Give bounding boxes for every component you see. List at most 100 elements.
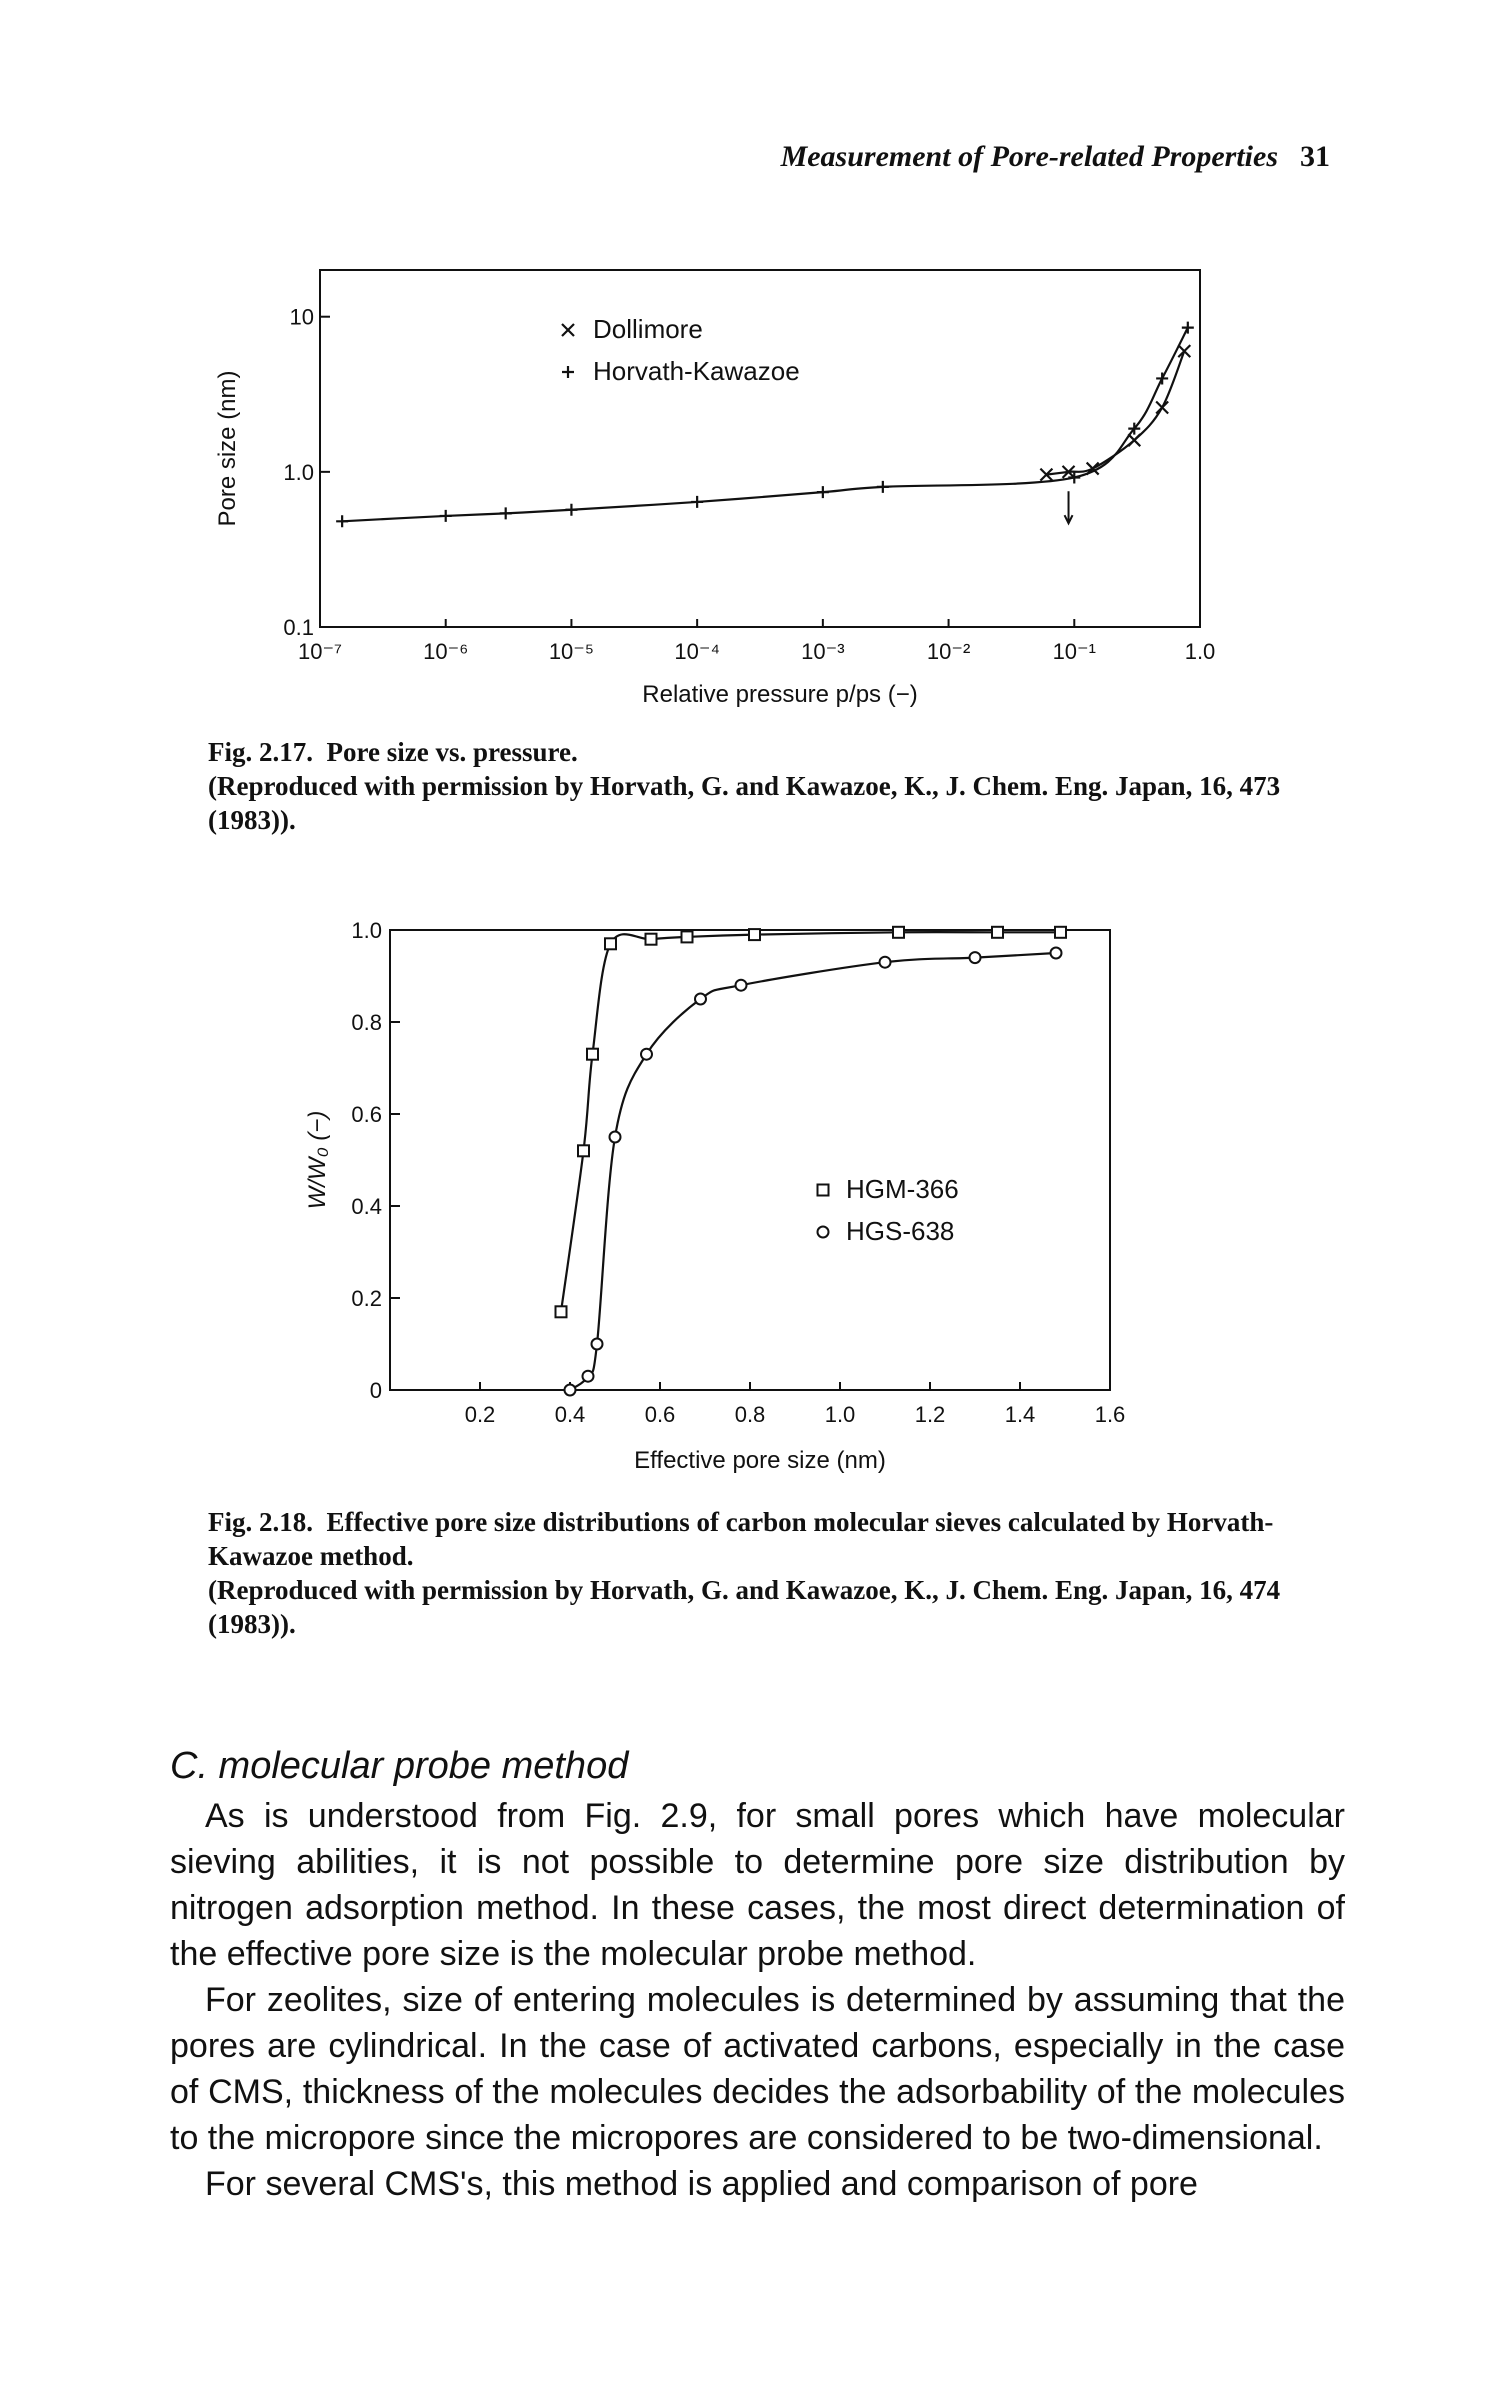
x-tick-label: 1.0 bbox=[825, 1402, 856, 1427]
data-point-square-marker bbox=[586, 1047, 599, 1061]
data-point-plus-marker bbox=[1128, 422, 1141, 435]
data-point-x-marker bbox=[1155, 400, 1169, 415]
y-tick-label: 10 bbox=[290, 305, 314, 330]
x-tick-label: 10⁻³ bbox=[801, 639, 844, 664]
data-point-plus-marker bbox=[565, 503, 578, 516]
x-tick-label: 10⁻⁶ bbox=[423, 639, 468, 664]
data-point-plus-marker bbox=[691, 495, 704, 508]
data-point-x-marker bbox=[561, 323, 575, 337]
data-point-circle-marker bbox=[968, 951, 982, 965]
data-point-plus-marker bbox=[439, 509, 452, 522]
x-tick-label: 10⁻⁵ bbox=[549, 639, 594, 664]
section-heading: C. molecular probe method bbox=[170, 1745, 629, 1787]
data-point-square-marker bbox=[644, 932, 658, 946]
plot-frame bbox=[389, 929, 1111, 1391]
caption-source: (Reproduced with permission by Horvath, … bbox=[208, 1575, 1281, 1639]
data-point-x-marker bbox=[1039, 467, 1054, 482]
y-axis-label: Pore size (nm) bbox=[214, 370, 241, 526]
x-tick-label: 10⁻¹ bbox=[1053, 639, 1096, 664]
data-point-plus-marker bbox=[876, 480, 889, 493]
data-point-circle-marker bbox=[590, 1337, 604, 1351]
caption-title: Pore size vs. pressure. bbox=[326, 737, 578, 767]
plot-frame bbox=[319, 269, 1201, 628]
data-point-plus-marker bbox=[1156, 372, 1169, 385]
data-point-circle-marker bbox=[640, 1047, 653, 1061]
data-point-square-marker bbox=[1054, 925, 1067, 939]
data-point-circle-marker bbox=[563, 1383, 577, 1397]
data-point-plus-marker bbox=[499, 507, 512, 520]
data-point-circle-marker bbox=[694, 992, 707, 1006]
data-point-x-marker bbox=[1127, 433, 1142, 447]
data-point-circle-marker bbox=[581, 1369, 595, 1383]
caption-fig-2-18: Fig. 2.18. Effective pore size distribut… bbox=[208, 1505, 1298, 1641]
data-point-x-marker bbox=[1061, 465, 1076, 479]
caption-label: Fig. 2.18. bbox=[208, 1507, 313, 1537]
page-number: 31 bbox=[1300, 140, 1330, 173]
data-point-x-marker bbox=[1177, 344, 1192, 358]
caption-label: Fig. 2.17. bbox=[208, 737, 313, 767]
x-tick-label: 1.0 bbox=[1185, 639, 1216, 664]
series-line bbox=[559, 931, 1061, 1312]
caption-source: (Reproduced with permission by Horvath, … bbox=[208, 771, 1281, 835]
x-tick-label: 1.2 bbox=[915, 1402, 946, 1427]
paragraph: As is understood from Fig. 2.9, for smal… bbox=[170, 1797, 1345, 1973]
arrow-head bbox=[1063, 514, 1074, 526]
data-point-plus-marker bbox=[816, 486, 829, 499]
data-point-plus-marker bbox=[562, 366, 574, 378]
series-hgm-366 bbox=[554, 925, 1067, 1319]
y-tick-label: 0 bbox=[370, 1378, 382, 1403]
chart-pore-size-vs-pressure: 10⁻⁷ 10⁻⁶ 10⁻⁵ 10⁻⁴ 10⁻³ 10⁻² 10⁻¹ 1.0 0.1 1.0 10R… bbox=[214, 269, 1216, 708]
data-point-square-marker bbox=[554, 1305, 568, 1319]
x-tick-label: 10⁻² bbox=[927, 639, 970, 664]
data-point-square-marker bbox=[604, 937, 617, 951]
data-point-square-marker bbox=[680, 930, 694, 944]
data-point-circle-marker bbox=[608, 1130, 622, 1144]
series-hgs-638 bbox=[563, 946, 1063, 1397]
data-point-circle-marker bbox=[734, 978, 748, 992]
x-tick-label: 0.8 bbox=[735, 1402, 766, 1427]
x-axis-label: Effective pore size (nm) bbox=[634, 1447, 886, 1474]
data-point-square-marker bbox=[577, 1144, 590, 1158]
y-tick-label: 0.1 bbox=[283, 615, 314, 640]
y-tick-label: 0.4 bbox=[351, 1194, 382, 1219]
data-point-circle-marker bbox=[816, 1225, 830, 1239]
legend-entry: HGS-638 bbox=[846, 1216, 954, 1246]
chart-effective-pore-size-distribution: 0.2 0.4 0.6 0.8 1.0 1.2 1.4 1.6 0 0.2 0.4 0.6 0.8 1.0… bbox=[304, 918, 1126, 1474]
x-tick-label: 10⁻⁴ bbox=[674, 639, 720, 664]
legend-entry: HGM-366 bbox=[846, 1174, 959, 1204]
caption-fig-2-17: Fig. 2.17. Pore size vs. pressure. (Repr… bbox=[208, 735, 1298, 837]
x-axis-label: Relative pressure p/ps (−) bbox=[642, 681, 917, 708]
y-tick-label: 0.2 bbox=[351, 1286, 382, 1311]
data-point-square-marker bbox=[816, 1183, 830, 1197]
body-text: As is understood from Fig. 2.9, for smal… bbox=[170, 1793, 1345, 2207]
data-point-square-marker bbox=[748, 928, 761, 942]
x-tick-label: 1.4 bbox=[1005, 1402, 1036, 1427]
figure-2-18: 0.2 0.4 0.6 0.8 1.0 1.2 1.4 1.6 0 0.2 0.4 0.6 0.8 1.0… bbox=[260, 900, 1140, 1490]
running-title: Measurement of Pore-related Properties bbox=[780, 140, 1278, 173]
paragraph: For several CMS's, this method is applie… bbox=[205, 2165, 1198, 2203]
x-tick-label: 1.6 bbox=[1095, 1402, 1126, 1427]
y-tick-label: 1.0 bbox=[351, 918, 382, 943]
y-axis-label: W/W₀ (−) bbox=[304, 1111, 331, 1210]
y-tick-label: 0.8 bbox=[351, 1010, 382, 1035]
series-line bbox=[569, 951, 1057, 1391]
paragraph: For zeolites, size of entering molecules… bbox=[170, 1981, 1345, 2157]
y-tick-label: 0.6 bbox=[351, 1102, 382, 1127]
data-point-plus-marker bbox=[336, 515, 349, 528]
running-head: Measurement of Pore-related Properties 3… bbox=[740, 140, 1330, 174]
data-point-plus-marker bbox=[1068, 471, 1081, 484]
x-tick-label: 10⁻⁷ bbox=[298, 639, 342, 664]
caption-title: Effective pore size distributions of car… bbox=[208, 1507, 1274, 1571]
legend-entry: Horvath-Kawazoe bbox=[593, 356, 800, 386]
legend-entry: Dollimore bbox=[593, 314, 703, 344]
data-point-circle-marker bbox=[878, 955, 892, 969]
data-point-plus-marker bbox=[1181, 321, 1194, 334]
x-tick-label: 0.4 bbox=[555, 1402, 586, 1427]
x-tick-label: 0.6 bbox=[645, 1402, 676, 1427]
y-tick-label: 1.0 bbox=[283, 460, 314, 485]
data-point-circle-marker bbox=[1049, 946, 1063, 960]
data-point-square-marker bbox=[892, 925, 905, 939]
series-horvath-kawazoe bbox=[336, 321, 1194, 528]
x-tick-label: 0.2 bbox=[465, 1402, 496, 1427]
